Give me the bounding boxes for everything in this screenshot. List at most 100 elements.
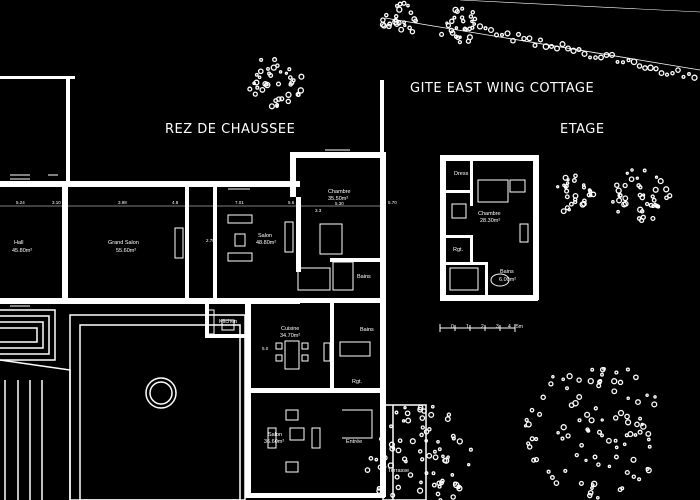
tree-foliage-mark xyxy=(450,473,455,477)
tree-foliage-mark xyxy=(578,480,584,486)
scale-bar xyxy=(439,324,516,332)
tree-foliage-mark xyxy=(381,22,387,29)
tree-foliage-mark xyxy=(386,23,392,30)
tree-foliage-mark xyxy=(600,372,604,377)
tree-foliage-mark xyxy=(454,8,460,15)
window-marks xyxy=(10,149,350,311)
room-bains-up-area: 6.00m² xyxy=(499,277,516,283)
tree-foliage-mark xyxy=(408,10,414,16)
tree-foliage-mark xyxy=(456,485,463,492)
hedge-mark xyxy=(483,26,488,31)
site-boundary-line-2 xyxy=(459,0,700,13)
tree-foliage-mark xyxy=(622,182,628,189)
scale-label-2: 2 xyxy=(481,324,484,330)
hedge-mark xyxy=(615,59,620,64)
room-chambre-dim: 5.30 xyxy=(335,201,344,206)
tree-foliage-mark xyxy=(617,487,623,493)
tree-foliage-mark xyxy=(577,418,582,423)
tree-foliage-mark xyxy=(435,491,441,497)
hedge-mark xyxy=(658,70,665,77)
tree-foliage-mark xyxy=(409,438,416,445)
tree-foliage-mark xyxy=(626,396,630,401)
tree-foliage-mark xyxy=(667,193,673,199)
tree-foliage-mark xyxy=(584,458,588,463)
tree-foliage-mark xyxy=(275,81,282,87)
tree-foliage-mark xyxy=(444,416,451,423)
hedge-mark xyxy=(630,58,638,66)
dim-2: 3.98 xyxy=(118,200,127,205)
tree-foliage-mark xyxy=(615,187,622,194)
tree-foliage-mark xyxy=(617,409,625,417)
tree-foliage-mark xyxy=(397,438,403,444)
dim-1: 5.24 xyxy=(16,200,25,205)
tree-foliage-mark xyxy=(460,18,466,24)
tree-foliage-mark xyxy=(432,454,439,461)
dim-3: 7.01 xyxy=(235,200,244,205)
tree-foliage-mark xyxy=(638,185,643,190)
room-bains-up: Bains xyxy=(500,269,514,275)
tree-foliage-mark xyxy=(395,447,402,454)
upper-floor-labels: Dress Chambre 28.30m² Rgt. Bains 6.00m² xyxy=(453,171,516,283)
tree-foliage-mark xyxy=(297,87,305,94)
upper-floor-title: ETAGE xyxy=(560,122,605,137)
dim-8: 5.6 xyxy=(288,200,295,205)
tree-foliage-mark xyxy=(262,80,269,87)
tree-foliage-mark xyxy=(573,199,578,205)
tree-foliage-mark xyxy=(446,412,452,417)
tree-foliage-mark xyxy=(267,71,272,76)
tree-foliage-mark xyxy=(403,406,407,410)
tree-foliage-mark xyxy=(406,3,410,8)
scale-bar-labels: 0 1 2 3 4 5m xyxy=(451,324,523,330)
tree-foliage-mark xyxy=(419,480,423,485)
tree-foliage-mark xyxy=(464,27,468,32)
tree-foliage-mark xyxy=(364,467,371,473)
tree-foliage-mark xyxy=(368,456,374,461)
tree-foliage-mark xyxy=(651,401,658,408)
hedge-mark xyxy=(521,35,527,42)
ground-floor-title: REZ DE CHAUSSEE xyxy=(165,122,295,137)
tree-foliage-mark xyxy=(646,437,651,442)
tree-foliage-mark xyxy=(257,75,262,80)
room-terrasse: Terrasse xyxy=(388,468,409,474)
tree-foliage-mark xyxy=(595,495,600,500)
tree-foliage-mark xyxy=(644,201,650,207)
hedge-mark xyxy=(664,72,670,77)
tree-foliage-mark xyxy=(638,416,643,421)
tree-foliage-mark xyxy=(640,214,646,220)
tree-foliage-mark xyxy=(611,378,618,385)
tree-foliage-mark xyxy=(287,75,293,80)
tree-foliage-mark xyxy=(419,432,424,438)
tree-foliage-mark xyxy=(587,489,594,496)
tree-foliage-mark xyxy=(634,421,640,428)
tree-foliage-mark xyxy=(663,186,670,193)
tree-foliage-mark xyxy=(582,198,587,204)
tree-foliage-mark xyxy=(627,431,634,438)
tree-foliage-mark xyxy=(443,457,450,464)
tree-foliage-mark xyxy=(548,381,554,387)
tree-foliage-mark xyxy=(296,92,301,97)
tree-foliage-mark xyxy=(631,474,637,479)
tree-foliage-mark xyxy=(411,16,418,23)
tree-foliage-mark xyxy=(449,18,455,25)
tree-foliage-mark xyxy=(396,6,403,13)
tree-foliage-mark xyxy=(467,463,471,467)
hedge-mark xyxy=(647,64,654,72)
tree-foliage-mark xyxy=(602,367,606,371)
hedge-mark xyxy=(642,65,648,71)
tree-foliage-mark xyxy=(576,394,583,400)
tree-foliage-mark xyxy=(247,86,253,92)
tree-foliage-mark xyxy=(453,34,459,39)
tree-foliage-mark xyxy=(565,386,569,391)
tree-foliage-mark xyxy=(252,91,258,97)
hedge-mark xyxy=(570,47,577,54)
tree-foliage-mark xyxy=(553,480,560,486)
room-rgt-up: Rgt. xyxy=(453,247,464,253)
tree-foliage-mark xyxy=(529,407,535,413)
tree-foliage-mark xyxy=(289,80,295,86)
tree-foliage-mark xyxy=(566,178,570,182)
tree-foliage-mark xyxy=(407,472,414,478)
tree-foliage-mark xyxy=(404,410,411,417)
tree-foliage-mark xyxy=(651,197,657,203)
tree-foliage-mark xyxy=(275,104,279,108)
